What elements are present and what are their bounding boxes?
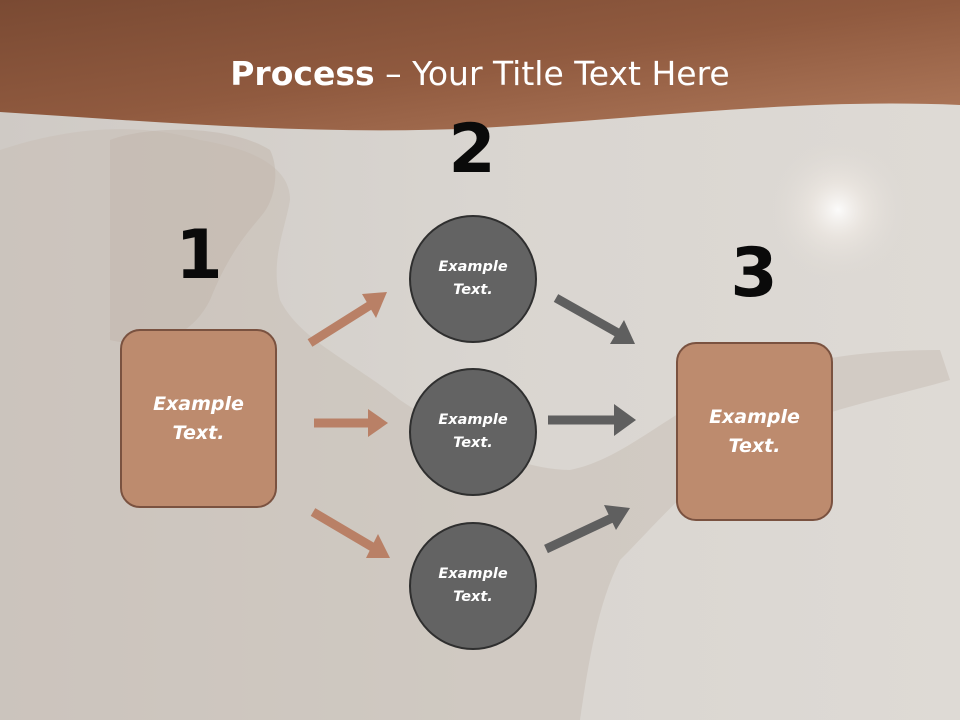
step-number-1: 1 xyxy=(175,216,223,295)
title-bold: Process xyxy=(230,54,375,93)
node-middle-label: Example Text. xyxy=(438,412,508,451)
arrow-brown-mid xyxy=(314,409,388,437)
step-3-box: Example Text. xyxy=(676,342,833,521)
step-1-label: Example Text. xyxy=(153,392,244,444)
step-2-node-top: Example Text. xyxy=(409,215,537,343)
arrow-brown-up xyxy=(307,292,387,347)
step-1-box: Example Text. xyxy=(120,329,277,508)
step-number-3: 3 xyxy=(730,234,778,313)
arrow-gray-up xyxy=(544,505,630,554)
step-3-label: Example Text. xyxy=(709,405,800,457)
step-2-node-bottom: Example Text. xyxy=(409,522,537,650)
step-2-node-middle: Example Text. xyxy=(409,368,537,496)
arrow-brown-down xyxy=(310,508,390,558)
arrow-gray-mid xyxy=(548,404,636,436)
title-rest: – Your Title Text Here xyxy=(374,54,730,93)
slide-title: Process – Your Title Text Here xyxy=(0,52,960,96)
arrow-gray-down xyxy=(553,294,635,344)
node-top-label: Example Text. xyxy=(438,259,508,298)
step-number-2: 2 xyxy=(448,110,496,189)
node-bottom-label: Example Text. xyxy=(438,566,508,605)
